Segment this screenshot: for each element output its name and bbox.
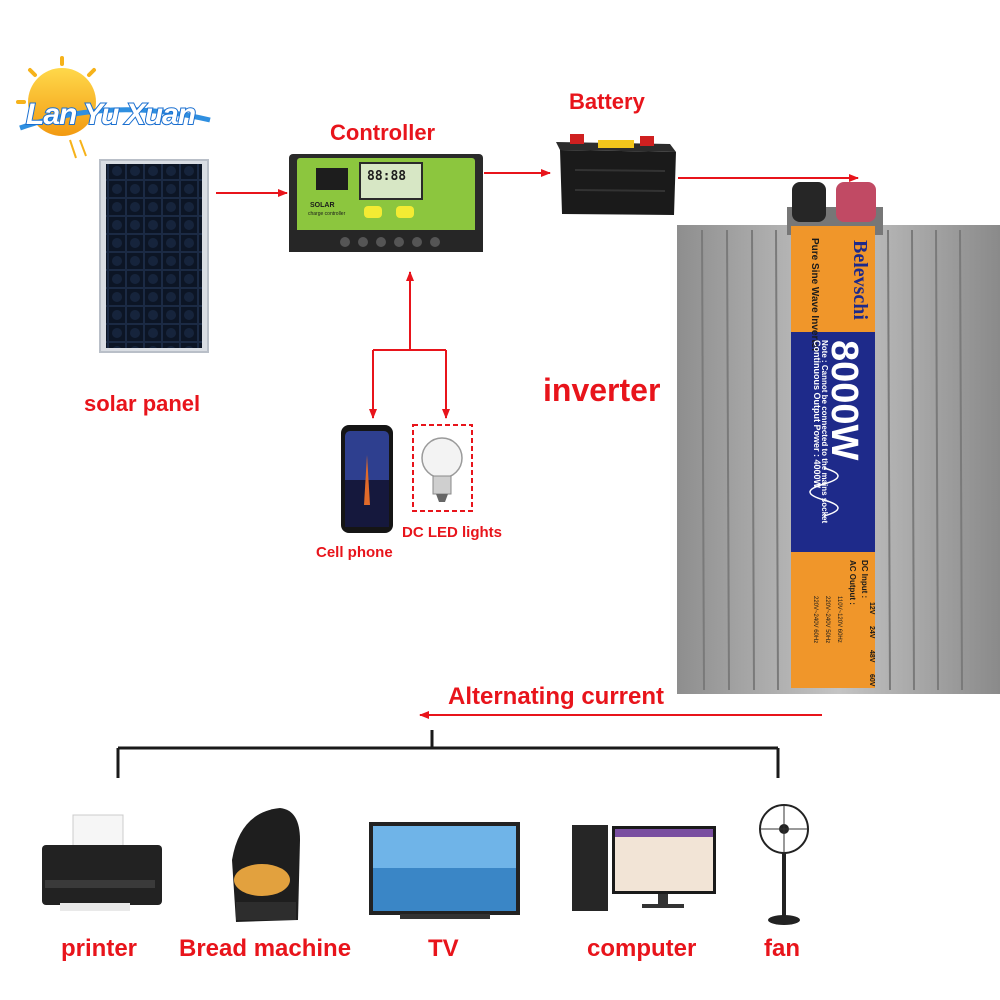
inverter-continuous-label: Continuous Output Power : 4000W	[812, 340, 822, 489]
label-printer: printer	[61, 935, 138, 962]
inverter-brand-label: Belevschi	[849, 240, 871, 320]
controller-icon	[289, 154, 483, 252]
label-fan: fan	[764, 935, 800, 962]
flow-arrows	[216, 169, 859, 719]
svg-text:Belevschi: Belevschi	[849, 240, 871, 320]
svg-text:Continuous Output Power : 4000: Continuous Output Power : 4000W	[812, 340, 822, 489]
brand-logo: Lan Yu Xuan	[25, 97, 197, 132]
inverter-ac-option-2: 220V~240V 50Hz	[824, 596, 830, 643]
svg-text:48V: 48V	[868, 650, 875, 663]
svg-text:AC Output :: AC Output :	[848, 560, 857, 605]
label-battery: Battery	[569, 89, 645, 114]
tv-icon	[369, 822, 520, 919]
svg-text:220V~240V 50Hz: 220V~240V 50Hz	[824, 596, 830, 643]
label-computer: computer	[587, 935, 697, 962]
inverter-ac-option-1: 110V~120V 60Hz	[836, 596, 842, 643]
label-cell-phone: Cell phone	[316, 544, 393, 561]
battery-icon	[556, 134, 676, 215]
inverter-icon	[677, 182, 1000, 694]
svg-text:12V: 12V	[868, 602, 875, 615]
fan-icon	[759, 804, 809, 925]
controller-display-value: 88:88	[367, 169, 406, 184]
svg-text:DC Input :: DC Input :	[860, 560, 869, 598]
svg-text:24V: 24V	[868, 626, 875, 639]
sun-logo-icon	[16, 56, 211, 159]
label-controller: Controller	[330, 120, 436, 145]
inverter-type-label: Pure Sine Wave Inverter	[809, 238, 820, 352]
inverter-rating-label: 8000W	[823, 340, 865, 461]
computer-icon	[572, 825, 716, 911]
svg-text:Note : Cannot be connected to: Note : Cannot be connected to the mains …	[820, 340, 829, 523]
cell-phone-icon	[341, 425, 393, 533]
label-dc-led-lights: DC LED lights	[402, 524, 502, 541]
solar-panel-icon	[99, 159, 209, 353]
label-alternating-current: Alternating current	[448, 683, 665, 710]
svg-text:220V~240V 60Hz: 220V~240V 60Hz	[812, 596, 818, 643]
printer-icon	[42, 814, 162, 911]
inverter-dc-voltage-3: 48V	[868, 650, 875, 663]
bread-machine-icon	[232, 808, 300, 922]
svg-text:Pure Sine Wave Inverter: Pure Sine Wave Inverter	[809, 238, 820, 352]
svg-text:8000W: 8000W	[823, 340, 865, 461]
inverter-note-label: Note : Cannot be connected to the mains …	[820, 340, 829, 523]
svg-text:110V~120V 60Hz: 110V~120V 60Hz	[836, 596, 842, 643]
label-bread-machine: Bread machine	[179, 935, 352, 962]
inverter-ac-option-3: 220V~240V 60Hz	[812, 596, 818, 643]
inverter-dc-voltage-2: 24V	[868, 626, 875, 639]
label-tv: TV	[428, 935, 459, 962]
svg-text:60V: 60V	[868, 674, 875, 687]
inverter-dc-voltage-4: 60V	[868, 674, 875, 687]
distribution-bus	[116, 730, 780, 778]
controller-brand-text: SOLAR	[310, 202, 335, 209]
label-inverter: inverter	[543, 372, 661, 408]
inverter-ac-output-label: AC Output :	[848, 560, 857, 605]
label-solar-panel: solar panel	[84, 391, 201, 416]
controller-sub-text: charge controller	[308, 211, 346, 217]
inverter-dc-input-label: DC Input :	[860, 560, 869, 598]
inverter-dc-voltage-1: 12V	[868, 602, 875, 615]
led-bulb-icon	[412, 424, 473, 512]
